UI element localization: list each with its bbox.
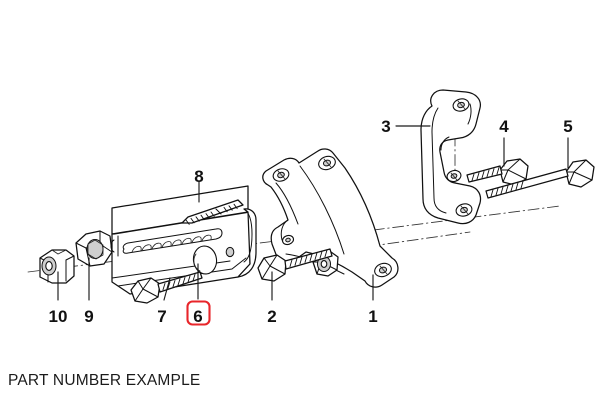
part-5-hex-bolt-long <box>485 159 595 199</box>
part-7-hex-bolt <box>130 271 203 304</box>
callout-label-7: 7 <box>157 307 166 326</box>
part-6-adjuster-rail <box>110 185 257 295</box>
part-4-hex-bolt-short <box>466 158 529 186</box>
stud-threads <box>185 203 238 225</box>
highlight-box-callout-6 <box>186 300 211 326</box>
leader-7 <box>163 277 171 301</box>
callout-label-2: 2 <box>267 307 276 326</box>
bolt-4-threads <box>471 167 500 182</box>
bolt-7-threads <box>162 273 196 291</box>
callout-label-4: 4 <box>499 117 509 136</box>
callout-label-1: 1 <box>368 307 377 326</box>
callout-label-10: 10 <box>49 307 68 326</box>
callout-label-8: 8 <box>194 167 203 186</box>
callout-label-5: 5 <box>563 117 572 136</box>
rail-teeth <box>131 234 212 253</box>
callout-label-3: 3 <box>381 117 390 136</box>
part-1-mounting-bracket <box>262 148 399 288</box>
bolt-2-threads <box>289 249 328 268</box>
part-3-curved-support-bracket <box>420 89 482 225</box>
callout-label-6: 6 <box>193 307 202 326</box>
callout-leaders <box>57 125 569 301</box>
part-8-threaded-stud <box>181 199 244 225</box>
callout-label-9: 9 <box>84 307 93 326</box>
part-2-hex-bolt <box>257 248 333 282</box>
part-10-collar-bushing <box>39 249 75 284</box>
part-9-hex-nut <box>75 230 113 267</box>
bolt-5-threads <box>490 180 524 198</box>
page-title: PART NUMBER EXAMPLE <box>8 372 201 389</box>
